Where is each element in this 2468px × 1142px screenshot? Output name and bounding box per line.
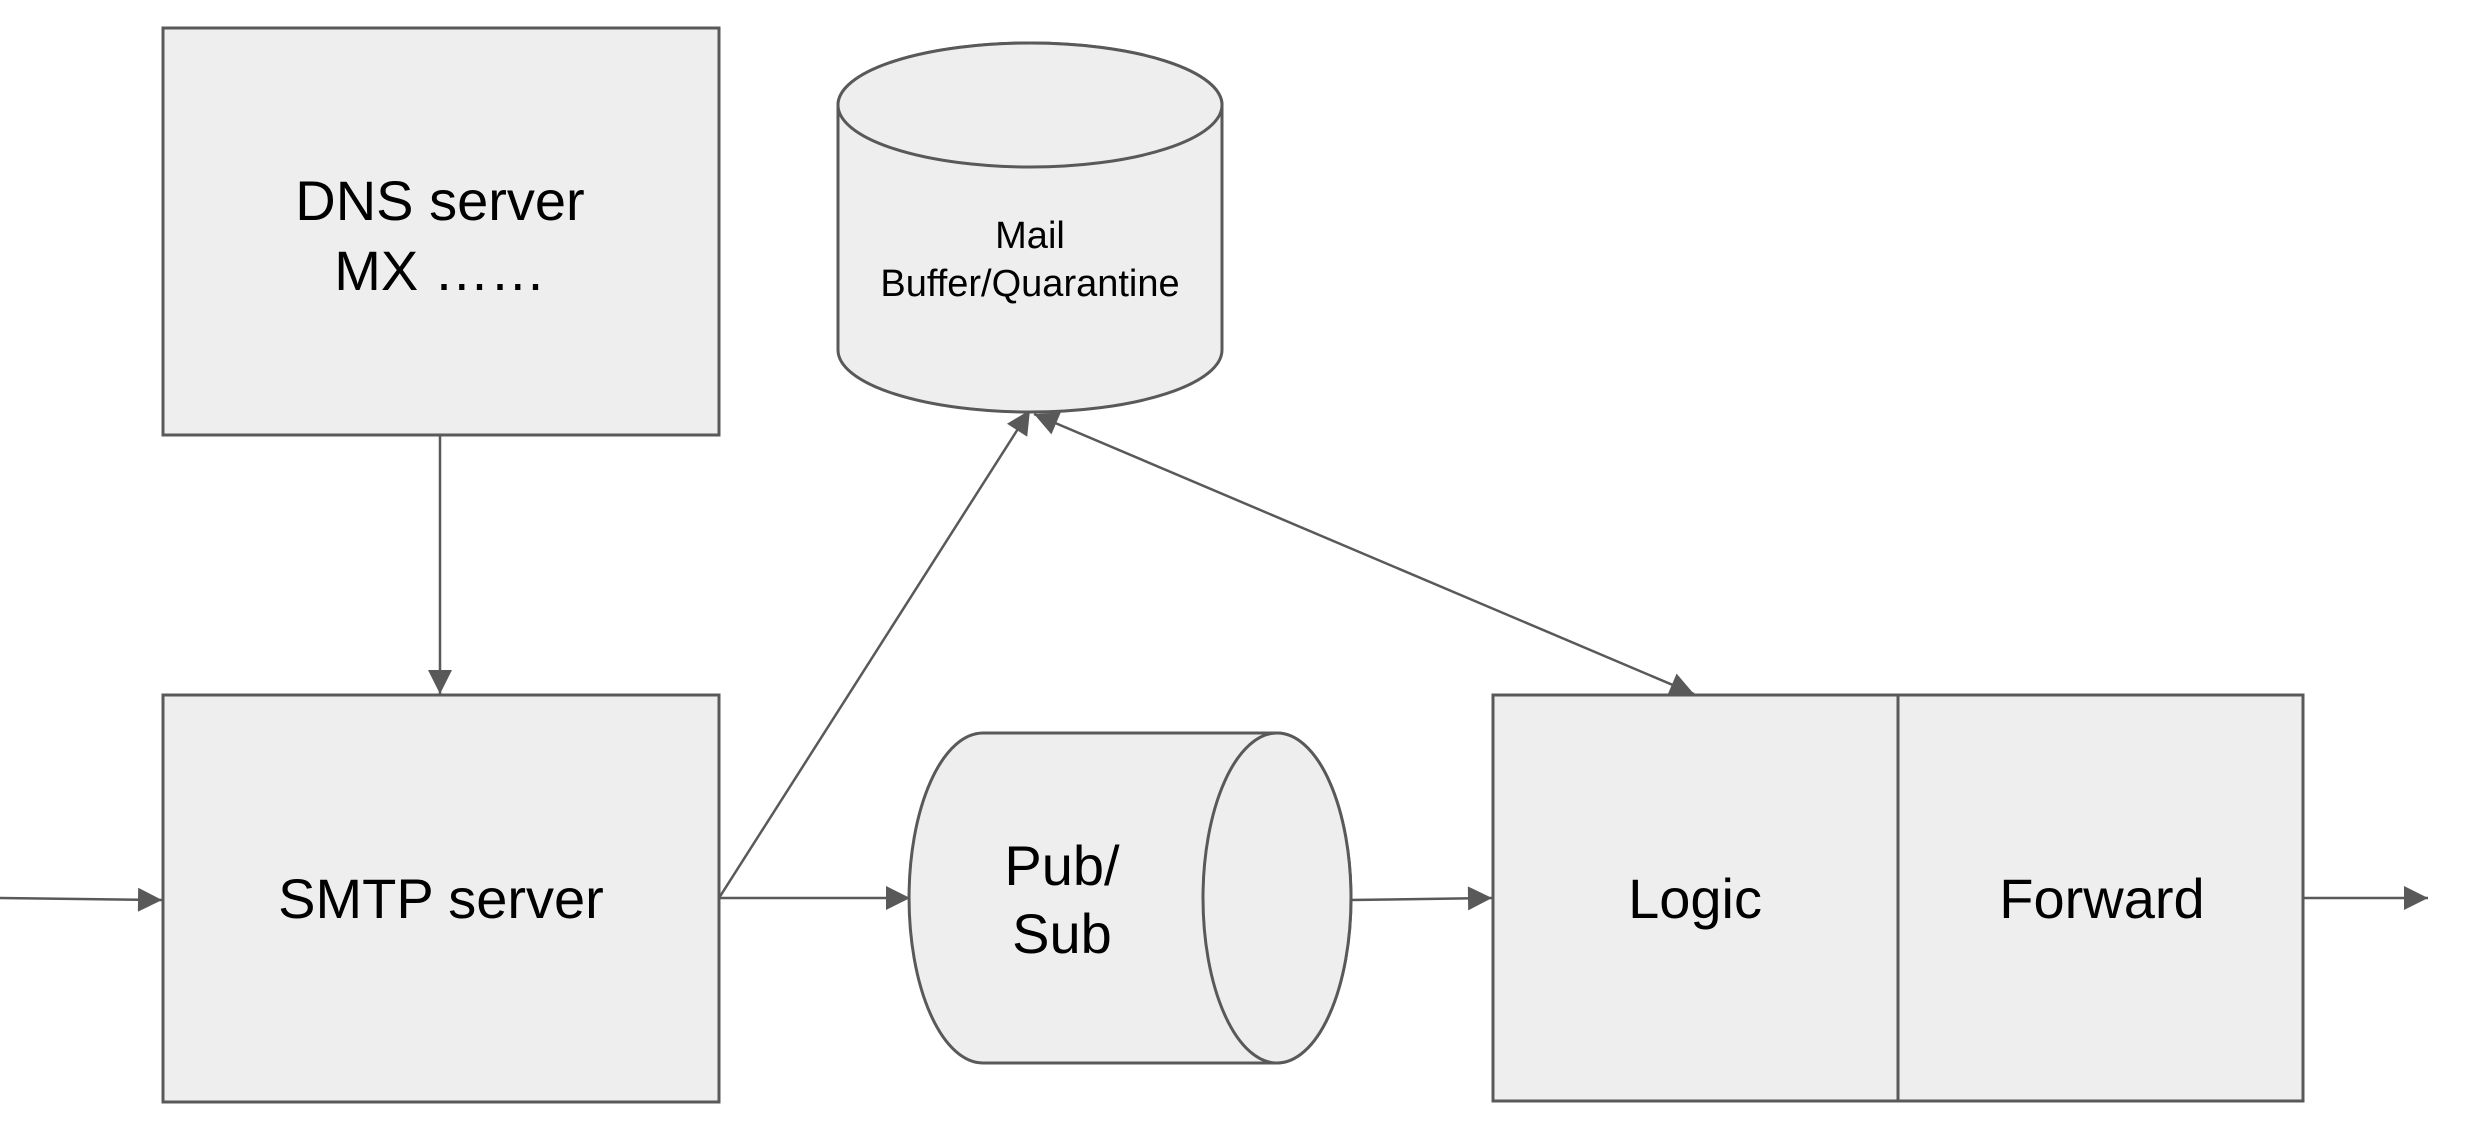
smtp-server-label: SMTP server <box>278 867 604 930</box>
edge-mail-buffer-logic-bidirectional <box>1033 412 1695 696</box>
smtp-server-node: SMTP server <box>161 693 721 1104</box>
dns-server-label-line-2: MX …… <box>334 239 546 302</box>
forward-label: Forward <box>1999 867 2204 930</box>
pubsub-label-line-1: Pub/ <box>1004 834 1120 897</box>
dns-server-label-line-1: DNS server <box>295 169 584 232</box>
mail-buffer-label-line-2: Buffer/Quarantine <box>880 263 1179 305</box>
logic-label: Logic <box>1628 867 1762 930</box>
pubsub-node: Pub/ Sub <box>907 731 1353 1065</box>
mail-buffer-node: Mail Buffer/Quarantine <box>836 41 1224 414</box>
dns-server-node: DNS server MX …… <box>161 26 721 437</box>
pubsub-label-line-2: Sub <box>1012 902 1112 965</box>
edge-input-to-smtp <box>0 887 163 912</box>
forward-node: Forward <box>1896 693 2305 1103</box>
edges <box>0 409 2428 912</box>
logic-node: Logic <box>1491 693 1900 1103</box>
edge-smtp-to-mail-buffer <box>717 409 1032 899</box>
edge-pubsub-to-logic <box>1349 886 1493 911</box>
mail-buffer-label-line-1: Mail <box>995 215 1065 257</box>
